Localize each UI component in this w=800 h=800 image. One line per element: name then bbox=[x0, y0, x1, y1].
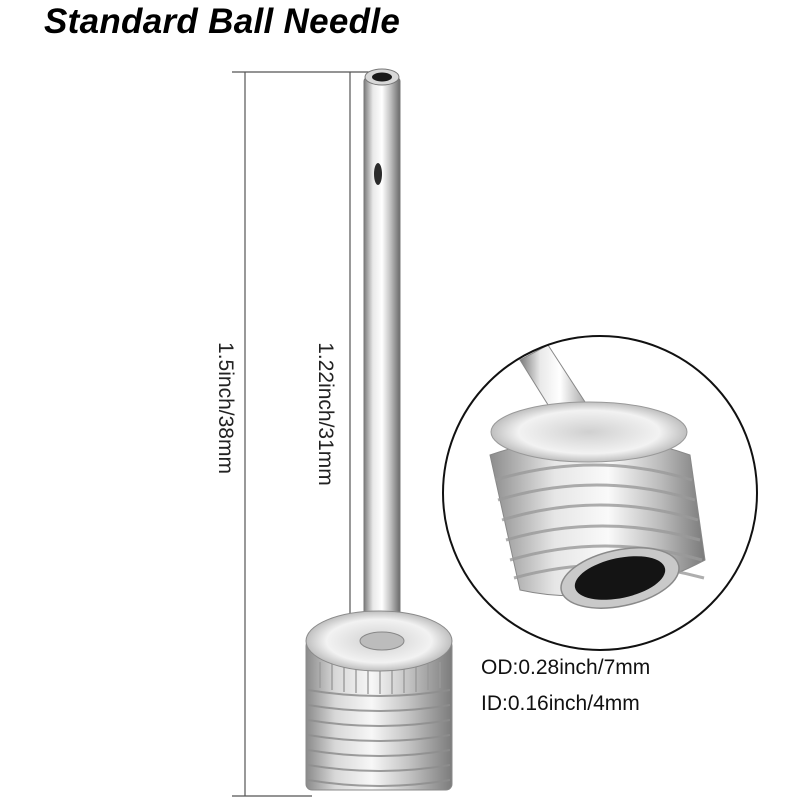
page-title: Standard Ball Needle bbox=[44, 2, 401, 41]
outer-diameter-label: OD:0.28inch/7mm bbox=[481, 656, 651, 679]
zoom-detail-circle bbox=[442, 335, 758, 651]
needle-base bbox=[305, 610, 453, 791]
total-length-label: 1.5inch/38mm bbox=[214, 342, 237, 474]
total-length-dimension bbox=[232, 71, 378, 797]
pin-length-label: 1.22inch/31mm bbox=[314, 342, 337, 486]
needle-side-hole bbox=[374, 163, 382, 185]
needle-pin bbox=[363, 68, 401, 639]
inner-diameter-label: ID:0.16inch/4mm bbox=[481, 692, 640, 715]
